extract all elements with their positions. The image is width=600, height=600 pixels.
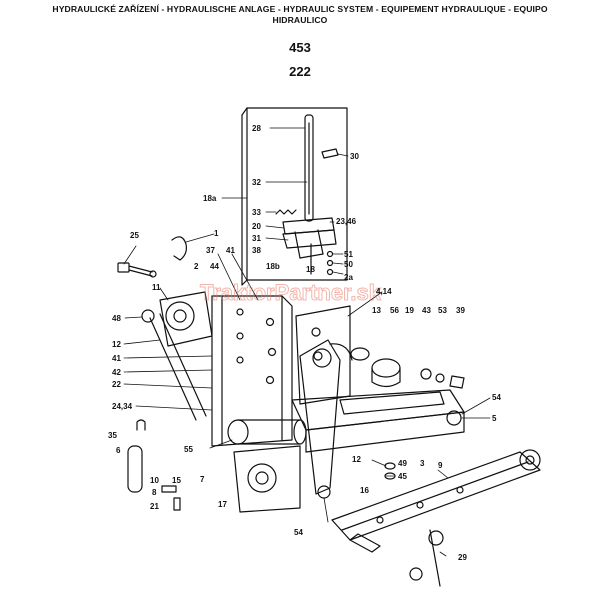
label-41-top: 41 (226, 246, 235, 255)
label-7: 7 (200, 475, 205, 484)
label-6: 6 (116, 446, 121, 455)
cross-shaft (227, 419, 307, 445)
bolt-25 (117, 262, 157, 278)
pin-30 (321, 148, 339, 159)
label-25: 25 (130, 231, 139, 240)
label-56: 56 (390, 306, 399, 315)
lift-arm-left (141, 291, 213, 421)
label-11: 11 (152, 283, 161, 292)
label-21: 21 (150, 502, 159, 511)
label-23-46: 23,46 (336, 217, 357, 226)
washer-51 (326, 250, 334, 258)
label-10: 10 (150, 476, 159, 485)
label-12-center: 12 (352, 455, 361, 464)
linch-pin-29 (409, 529, 444, 587)
label-55: 55 (184, 445, 193, 454)
header-title-line2: HIDRAULICO (272, 15, 328, 25)
label-48: 48 (112, 314, 121, 323)
label-37: 37 (206, 246, 215, 255)
label-54-right: 54 (492, 393, 501, 402)
lift-housing (211, 295, 293, 447)
label-15: 15 (172, 476, 181, 485)
label-51: 51 (344, 250, 353, 259)
valve-inset-frame (246, 107, 348, 281)
label-43: 43 (422, 306, 431, 315)
label-50: 50 (344, 260, 353, 269)
label-49: 49 (398, 459, 407, 468)
watermark-text: TraktorPartner.sk (200, 280, 382, 305)
nut-53 (435, 373, 445, 383)
washer-50 (326, 259, 334, 267)
bolt-8 (161, 485, 177, 493)
label-18: 18 (306, 265, 315, 274)
label-41-left: 41 (112, 354, 121, 363)
label-20: 20 (252, 222, 261, 231)
label-4-14: 4,14 (376, 287, 392, 296)
washer-45 (384, 472, 396, 480)
nut-43 (420, 368, 432, 380)
label-32: 32 (252, 178, 261, 187)
label-9: 9 (438, 461, 443, 470)
washer-49 (384, 462, 396, 470)
clip-1 (171, 236, 187, 261)
label-38: 38 (252, 246, 261, 255)
diagram-header: HYDRAULICKÉ ZAŘÍZENÍ - HYDRAULISCHE ANLA… (0, 4, 600, 26)
label-30: 30 (350, 152, 359, 161)
label-17: 17 (218, 500, 227, 509)
label-44: 44 (210, 262, 219, 271)
page-number-secondary: 222 (289, 64, 311, 79)
label-42: 42 (112, 368, 121, 377)
label-18a: 18a (203, 194, 217, 203)
washer-2a (326, 268, 334, 276)
lift-arm-right (299, 339, 353, 495)
coupling-17 (233, 445, 301, 513)
leader-lines (123, 127, 491, 557)
label-53: 53 (438, 306, 447, 315)
label-31: 31 (252, 234, 261, 243)
bolt-39 (449, 375, 465, 389)
label-54-bottom: 54 (294, 528, 303, 537)
pin-35-6 (127, 419, 146, 493)
part-labels: 28 30 32 18a 33 23,46 20 31 51 38 50 18b… (108, 124, 501, 562)
label-5: 5 (492, 414, 497, 423)
label-29: 29 (458, 553, 467, 562)
cylinder-19 (350, 347, 401, 388)
spring-33 (275, 209, 297, 215)
label-45: 45 (398, 472, 407, 481)
lower-frame-rail (291, 389, 465, 453)
label-13: 13 (372, 306, 381, 315)
header-title-line1: HYDRAULICKÉ ZAŘÍZENÍ - HYDRAULISCHE ANLA… (52, 4, 548, 14)
label-24-34: 24,34 (112, 402, 133, 411)
drawbar-9 (331, 449, 541, 553)
label-28: 28 (252, 124, 261, 133)
label-18b: 18b (266, 262, 280, 271)
label-39: 39 (456, 306, 465, 315)
label-1: 1 (214, 229, 219, 238)
label-16: 16 (360, 486, 369, 495)
control-lever (304, 114, 314, 222)
label-12-left: 12 (112, 340, 121, 349)
screw-21 (173, 497, 181, 511)
label-2a: 2a (344, 273, 353, 282)
label-35: 35 (108, 431, 117, 440)
label-22: 22 (112, 380, 121, 389)
label-3: 3 (420, 459, 425, 468)
label-2: 2 (194, 262, 199, 271)
pin-54-right (446, 410, 462, 426)
page-number-primary: 453 (289, 40, 311, 55)
label-19: 19 (405, 306, 414, 315)
label-33: 33 (252, 208, 261, 217)
label-8: 8 (152, 488, 157, 497)
